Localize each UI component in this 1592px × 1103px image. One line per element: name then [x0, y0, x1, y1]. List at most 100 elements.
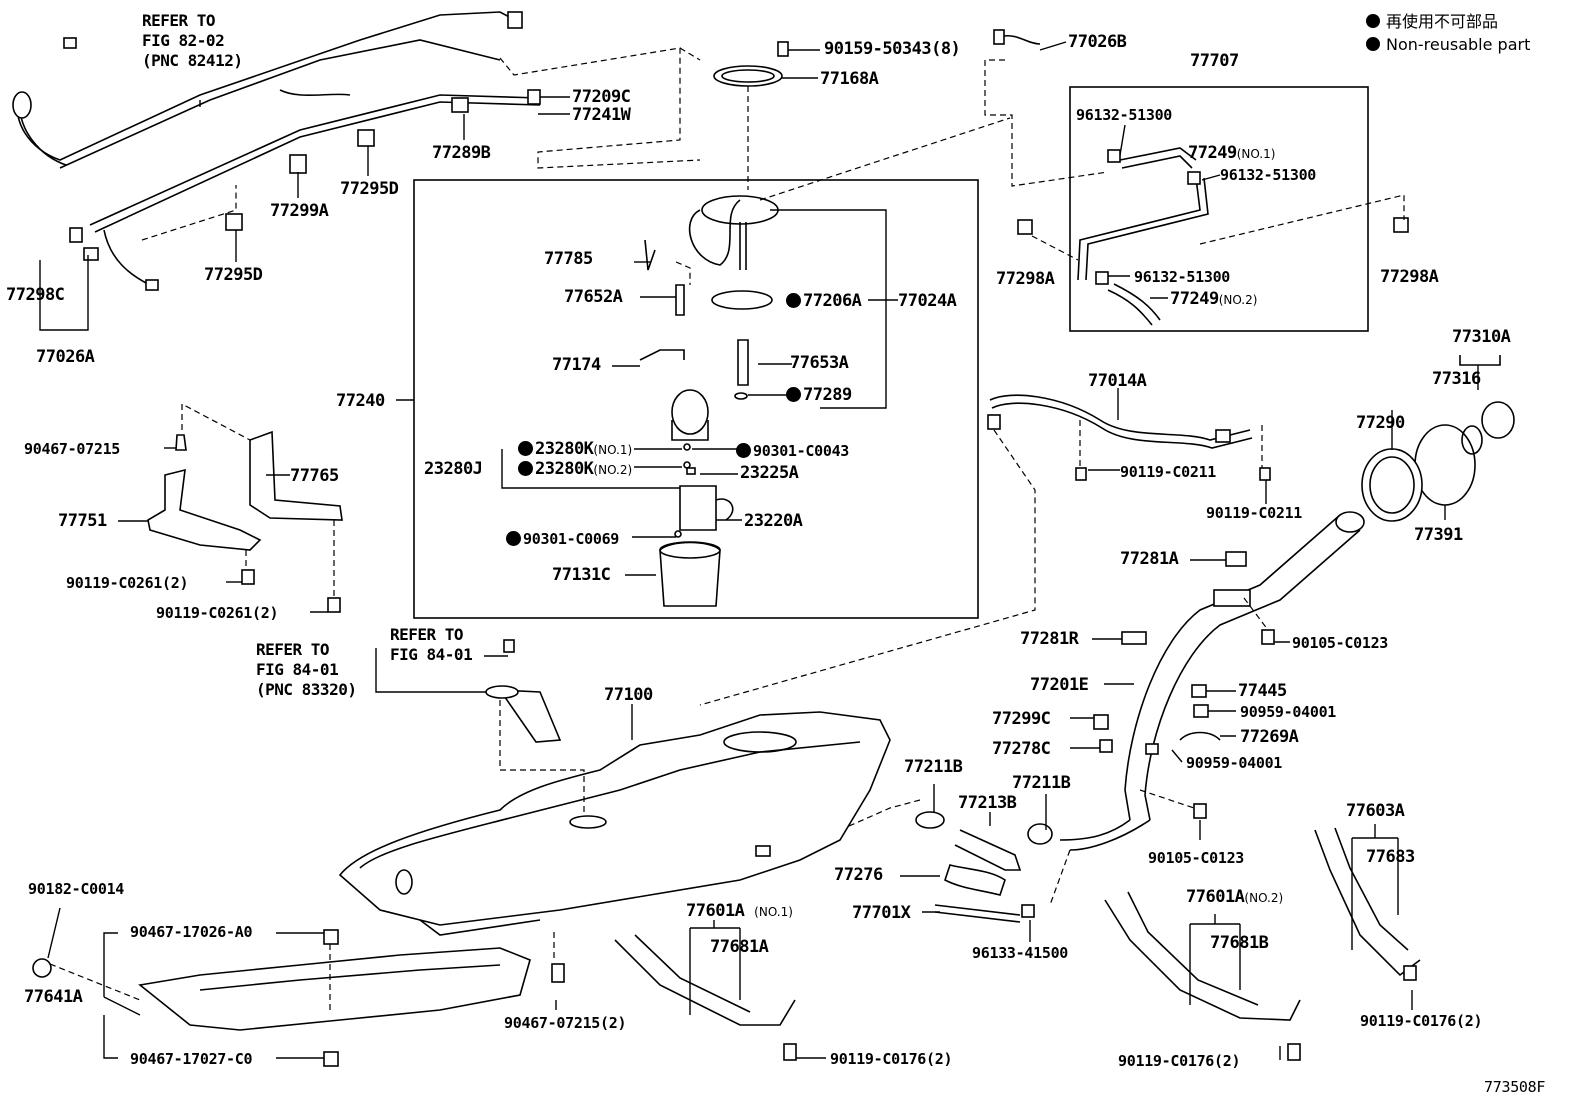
part-label[interactable]: 77269A — [1240, 727, 1299, 747]
part-label[interactable]: 77681B — [1210, 933, 1269, 953]
part-label[interactable]: 77281A — [1120, 549, 1179, 569]
part-label[interactable]: 90301-C0069 — [506, 530, 619, 548]
part-label[interactable]: 77445 — [1238, 681, 1287, 701]
part-label[interactable]: 77785 — [544, 249, 593, 269]
non-reusable-dot-icon — [518, 461, 533, 476]
part-label[interactable]: 96132-51300 — [1134, 268, 1231, 286]
part-label[interactable]: 77601A(NO.2) — [1186, 888, 1283, 907]
non-reusable-dot-icon — [1366, 14, 1380, 28]
part-label[interactable]: 77168A — [820, 69, 879, 89]
fuel-pump-module — [639, 195, 779, 607]
figure-id: 773508F — [1484, 1078, 1546, 1096]
under-shield — [32, 929, 565, 1067]
part-label[interactable]: 77249(NO.2) — [1170, 290, 1257, 309]
part-label[interactable]: 90467-17027-C0 — [130, 1050, 253, 1068]
part-label[interactable]: 96133-41500 — [972, 944, 1069, 962]
part-label[interactable]: 77641A — [24, 987, 83, 1007]
part-label[interactable]: 90301-C0043 — [736, 442, 849, 460]
part-label[interactable]: 90119-C0211 — [1206, 504, 1303, 522]
part-label[interactable]: 90119-C0261(2) — [66, 574, 189, 592]
part-label[interactable]: 90467-07215 — [24, 440, 121, 458]
part-label[interactable]: 90119-C0211 — [1120, 463, 1217, 481]
part-number: 90301-C0043 — [753, 442, 850, 460]
legend-ja-text: 再使用不可部品 — [1386, 12, 1499, 31]
part-label[interactable]: 77652A — [564, 287, 623, 307]
part-label[interactable]: 77278C — [992, 739, 1051, 759]
part-label[interactable]: 90159-50343(8) — [824, 39, 961, 59]
part-label[interactable]: 77391 — [1414, 525, 1463, 545]
part-label[interactable]: 77289 — [786, 386, 852, 404]
part-label[interactable]: 77751 — [58, 511, 107, 531]
part-label[interactable]: 77290 — [1356, 413, 1405, 433]
part-label[interactable]: 77295D — [204, 265, 263, 285]
legend-ja: 再使用不可部品 — [1366, 12, 1498, 32]
part-label[interactable]: 77014A — [1088, 371, 1147, 391]
part-label[interactable]: 23280J — [424, 459, 483, 479]
part-note: (NO.2) — [593, 463, 633, 477]
part-label[interactable]: 77298A — [996, 269, 1055, 289]
part-label[interactable]: 77209C — [572, 87, 631, 107]
part-label[interactable]: 77211B — [904, 757, 963, 777]
part-label[interactable]: 77603A — [1346, 801, 1405, 821]
legend-en: Non-reusable part — [1366, 35, 1530, 55]
part-label[interactable]: 90182-C0014 — [28, 880, 125, 898]
part-label[interactable]: 96132-51300 — [1076, 106, 1173, 124]
legend-en-text: Non-reusable part — [1386, 35, 1531, 54]
part-label[interactable]: 96132-51300 — [1220, 166, 1317, 184]
part-label[interactable]: 90119-C0176(2) — [1118, 1052, 1241, 1070]
part-label[interactable]: 77211B — [1012, 773, 1071, 793]
part-label[interactable]: 90105-C0123 — [1148, 849, 1245, 867]
part-label[interactable]: 77289B — [432, 143, 491, 163]
part-label[interactable]: 77299C — [992, 709, 1051, 729]
part-label[interactable]: 77299A — [270, 201, 329, 221]
part-label[interactable]: 90959-04001 — [1240, 703, 1337, 721]
part-label[interactable]: 90105-C0123 — [1292, 634, 1389, 652]
part-label[interactable]: 90119-C0176(2) — [1360, 1012, 1483, 1030]
part-label[interactable]: 77201E — [1030, 675, 1089, 695]
part-label[interactable]: 77276 — [834, 865, 883, 885]
part-label[interactable]: 77240 — [336, 391, 385, 411]
part-label[interactable]: 77316 — [1432, 369, 1481, 389]
part-label[interactable]: 77298C — [6, 285, 65, 305]
non-reusable-dot-icon — [786, 387, 801, 402]
part-label[interactable]: 77206A — [786, 292, 862, 310]
part-label[interactable]: 77653A — [790, 353, 849, 373]
part-label[interactable]: 77601A (NO.1) — [686, 902, 793, 921]
fuel-pump-assembly-box — [413, 179, 979, 619]
part-label[interactable]: 77131C — [552, 565, 611, 585]
part-label[interactable]: 90119-C0261(2) — [156, 604, 279, 622]
part-label[interactable]: 23220A — [744, 511, 803, 531]
part-label[interactable]: 77683 — [1366, 847, 1415, 867]
part-label[interactable]: 77281R — [1020, 629, 1079, 649]
part-label[interactable]: 90467-07215(2) — [504, 1014, 627, 1032]
part-label[interactable]: 77241W — [572, 105, 631, 125]
part-label[interactable]: 23280K(NO.2) — [518, 460, 632, 479]
vapor-line-harness — [12, 11, 541, 291]
part-label[interactable]: 23280K(NO.1) — [518, 440, 632, 459]
part-label[interactable]: 77681A — [710, 937, 769, 957]
part-label[interactable]: 77026B — [1068, 32, 1127, 52]
part-label[interactable]: 77026A — [36, 347, 95, 367]
part-label[interactable]: 77765 — [290, 466, 339, 486]
part-label[interactable]: 77174 — [552, 355, 601, 375]
part-label[interactable]: 90119-C0176(2) — [830, 1050, 953, 1068]
part-label[interactable]: 77707 — [1190, 51, 1239, 71]
part-label[interactable]: 77701X — [852, 903, 911, 923]
part-label[interactable]: 90467-17026-A0 — [130, 923, 253, 941]
part-label[interactable]: 77295D — [340, 179, 399, 199]
part-label[interactable]: 77310A — [1452, 327, 1511, 347]
hose-assembly-box — [1069, 86, 1369, 332]
part-label[interactable]: 77024A — [898, 291, 957, 311]
non-reusable-dot-icon — [1366, 37, 1380, 51]
part-label[interactable]: 90959-04001 — [1186, 754, 1283, 772]
part-label[interactable]: 77249(NO.1) — [1188, 144, 1275, 163]
part-label[interactable]: 77100 — [604, 685, 653, 705]
part-label[interactable]: 77298A — [1380, 267, 1439, 287]
part-label[interactable]: 77213B — [958, 793, 1017, 813]
part-label[interactable]: 23225A — [740, 463, 799, 483]
